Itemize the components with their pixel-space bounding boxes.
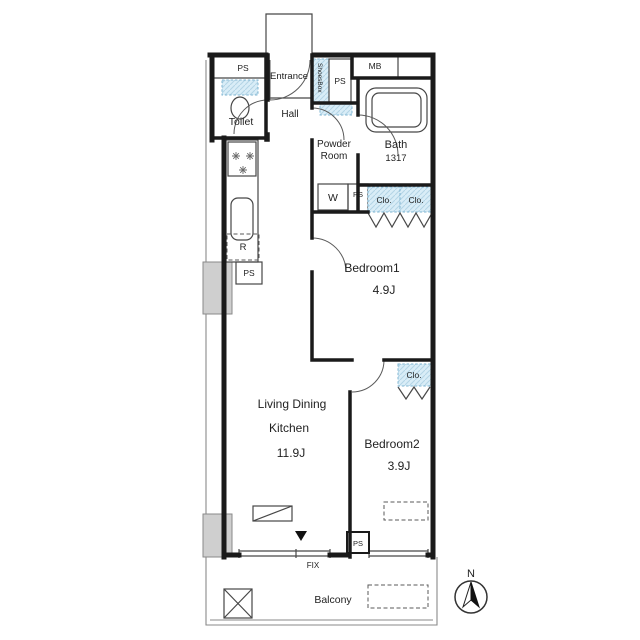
- ps-bottom-box: [346, 531, 370, 554]
- outer-boundary-line: [205, 60, 438, 626]
- closet1-box: [367, 186, 401, 213]
- counter-low-board-diagonal: [252, 505, 293, 522]
- balcony-hatch-lines: [223, 588, 253, 619]
- interior-walls: [210, 53, 435, 559]
- balcony-label: Balcony: [314, 594, 352, 606]
- mb-label: MB: [369, 61, 382, 71]
- powder-door-swing: [311, 107, 345, 141]
- bifold-door-bedroom2: [397, 385, 431, 401]
- stove-burner-icon: [232, 152, 254, 174]
- stove-box: [227, 141, 257, 177]
- balcony-dashed-area: [367, 584, 429, 609]
- hall-label: Hall: [281, 109, 298, 120]
- compass-north-label: N: [467, 568, 475, 580]
- refrigerator-space: [226, 233, 260, 261]
- bath-label: Bath: [385, 139, 408, 151]
- closet2-box: [399, 186, 434, 213]
- refrigerator-label: R: [240, 242, 247, 253]
- bedroom2-size-label: 3.9J: [388, 459, 411, 473]
- fix-window-label: FIX: [307, 561, 320, 570]
- bedroom1-door-swing: [311, 237, 347, 273]
- washer-label: W: [328, 192, 338, 204]
- bathtub-inner: [371, 92, 422, 128]
- ldk-size-label: 11.9J: [277, 446, 305, 460]
- closet1-label: Clo.: [376, 195, 391, 205]
- ps-top-label: PS: [237, 63, 249, 73]
- bedroom1-size-label: 4.9J: [373, 283, 396, 297]
- ldk-label-line2: Kitchen: [269, 421, 309, 435]
- shoes-box-label: ShoesBox: [316, 63, 323, 93]
- powder-room-label-line2: Room: [321, 151, 348, 162]
- outer-walls: [207, 52, 436, 560]
- ps-kitchen-label: PS: [243, 268, 255, 278]
- bedroom2-label: Bedroom2: [364, 437, 420, 451]
- entrance-porch-outline: [265, 13, 313, 55]
- ps-entrance-label: PS: [334, 76, 346, 86]
- direction-marker-icon: [295, 531, 307, 541]
- ldk-label-line1: Living Dining: [258, 397, 327, 411]
- ps-bottom-label: PS: [353, 539, 363, 548]
- underfloor-storage: [383, 501, 429, 521]
- bathtub-outer: [365, 87, 428, 133]
- pillar-upper: [202, 261, 233, 315]
- closet3-label: Clo.: [406, 370, 421, 380]
- ps-powder-label: PS: [353, 190, 363, 199]
- bath-door-swing: [357, 114, 399, 156]
- vanity-counter: [319, 103, 353, 116]
- kitchen-sink: [230, 197, 254, 241]
- entrance-door-swing: [269, 59, 311, 101]
- toilet-bowl-icon: [230, 96, 250, 120]
- toilet-tank: [221, 79, 259, 96]
- bath-size-label: 1317: [385, 153, 406, 164]
- pillar-lower: [202, 513, 233, 558]
- toilet-door-swing: [233, 99, 269, 135]
- compass-needle-black: [470, 581, 481, 609]
- bedroom1-label: Bedroom1: [344, 261, 400, 275]
- bifold-doors-bedroom1: [367, 211, 433, 229]
- ps-kitchen-box: [235, 261, 263, 285]
- toilet-label: Toilet: [229, 116, 254, 128]
- closet2-label: Clo.: [408, 195, 423, 205]
- entrance-label: Entrance: [270, 71, 308, 82]
- balcony-hatch-box: [223, 588, 253, 619]
- counter-low-board: [252, 505, 293, 522]
- powder-room-label-line1: Powder: [317, 139, 352, 150]
- bedroom2-door-swing: [351, 359, 385, 393]
